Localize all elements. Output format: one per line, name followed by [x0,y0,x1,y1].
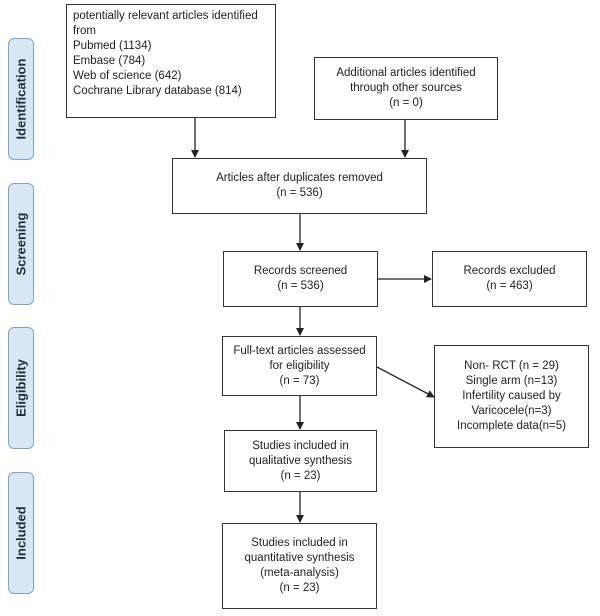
box-after-duplicates: Articles after duplicates removed (n = 5… [172,158,427,214]
phase-included: Included [8,472,34,594]
box-additional-records: Additional articles identified through o… [314,57,498,120]
phase-identification: Identification [8,38,34,160]
box-records-screened: Records screened (n = 536) [223,251,378,307]
additional-line-1: Additional articles identified [336,67,476,79]
fulltext-line-2: for eligibility [269,359,330,372]
fulltext-line-1: Full-text articles assessed [233,344,366,357]
quantitative-line-2: quantitative synthesis [244,552,355,564]
identified-line-6: Cochrane Library database (814) [73,85,242,97]
identified-line-5: Web of science (642) [73,70,182,82]
excluded-line-1: Records excluded [463,265,556,277]
quantitative-line-4: (n = 23) [279,582,320,594]
additional-line-3: (n = 0) [389,97,423,109]
box-exclusion-reasons: Non- RCT (n = 29) Single arm (n=13) Infe… [434,345,589,448]
phase-eligibility: Eligibility [8,327,34,449]
reason-line-4: Varicocele(n=3) [471,405,552,417]
reason-line-3: Infertility caused by [462,390,561,402]
box-fulltext-assessed: Full-text articles assessed for eligibil… [222,336,377,396]
screened-line-1: Records screened [253,265,348,277]
qualitative-line-3: (n = 23) [280,469,321,482]
identified-line-1: potentially relevant articles identified [73,10,258,22]
quantitative-line-1: Studies included in [251,537,348,549]
qualitative-line-1: Studies included in [252,439,349,452]
qualitative-line-2: qualitative synthesis [249,454,352,467]
identified-line-4: Embase (784) [73,55,146,67]
identified-line-2: from [73,25,96,37]
phase-screening: Screening [8,183,34,305]
excluded-line-2: (n = 463) [486,280,533,292]
reason-line-1: Non- RCT (n = 29) [464,360,559,372]
reason-line-2: Single arm (n=13) [465,375,558,387]
additional-line-2: through other sources [350,82,462,94]
box-records-excluded: Records excluded (n = 463) [432,251,587,307]
after-duplicates-line-1: Articles after duplicates removed [216,172,383,184]
arrow-fulltext-to-reasons [376,366,435,398]
box-quantitative-synthesis: Studies included in quantitative synthes… [222,523,377,609]
quantitative-line-3: (meta-analysis) [260,567,339,579]
reason-line-5: Incomplete data(n=5) [457,420,566,432]
box-qualitative-synthesis: Studies included in qualitative synthesi… [224,430,377,492]
after-duplicates-line-2: (n = 536) [276,187,323,199]
identified-line-3: Pubmed (1134) [73,40,152,52]
box-identified-records: potentially relevant articles identified… [66,4,276,118]
screened-line-2: (n = 536) [277,280,324,292]
fulltext-line-3: (n = 73) [279,374,320,387]
